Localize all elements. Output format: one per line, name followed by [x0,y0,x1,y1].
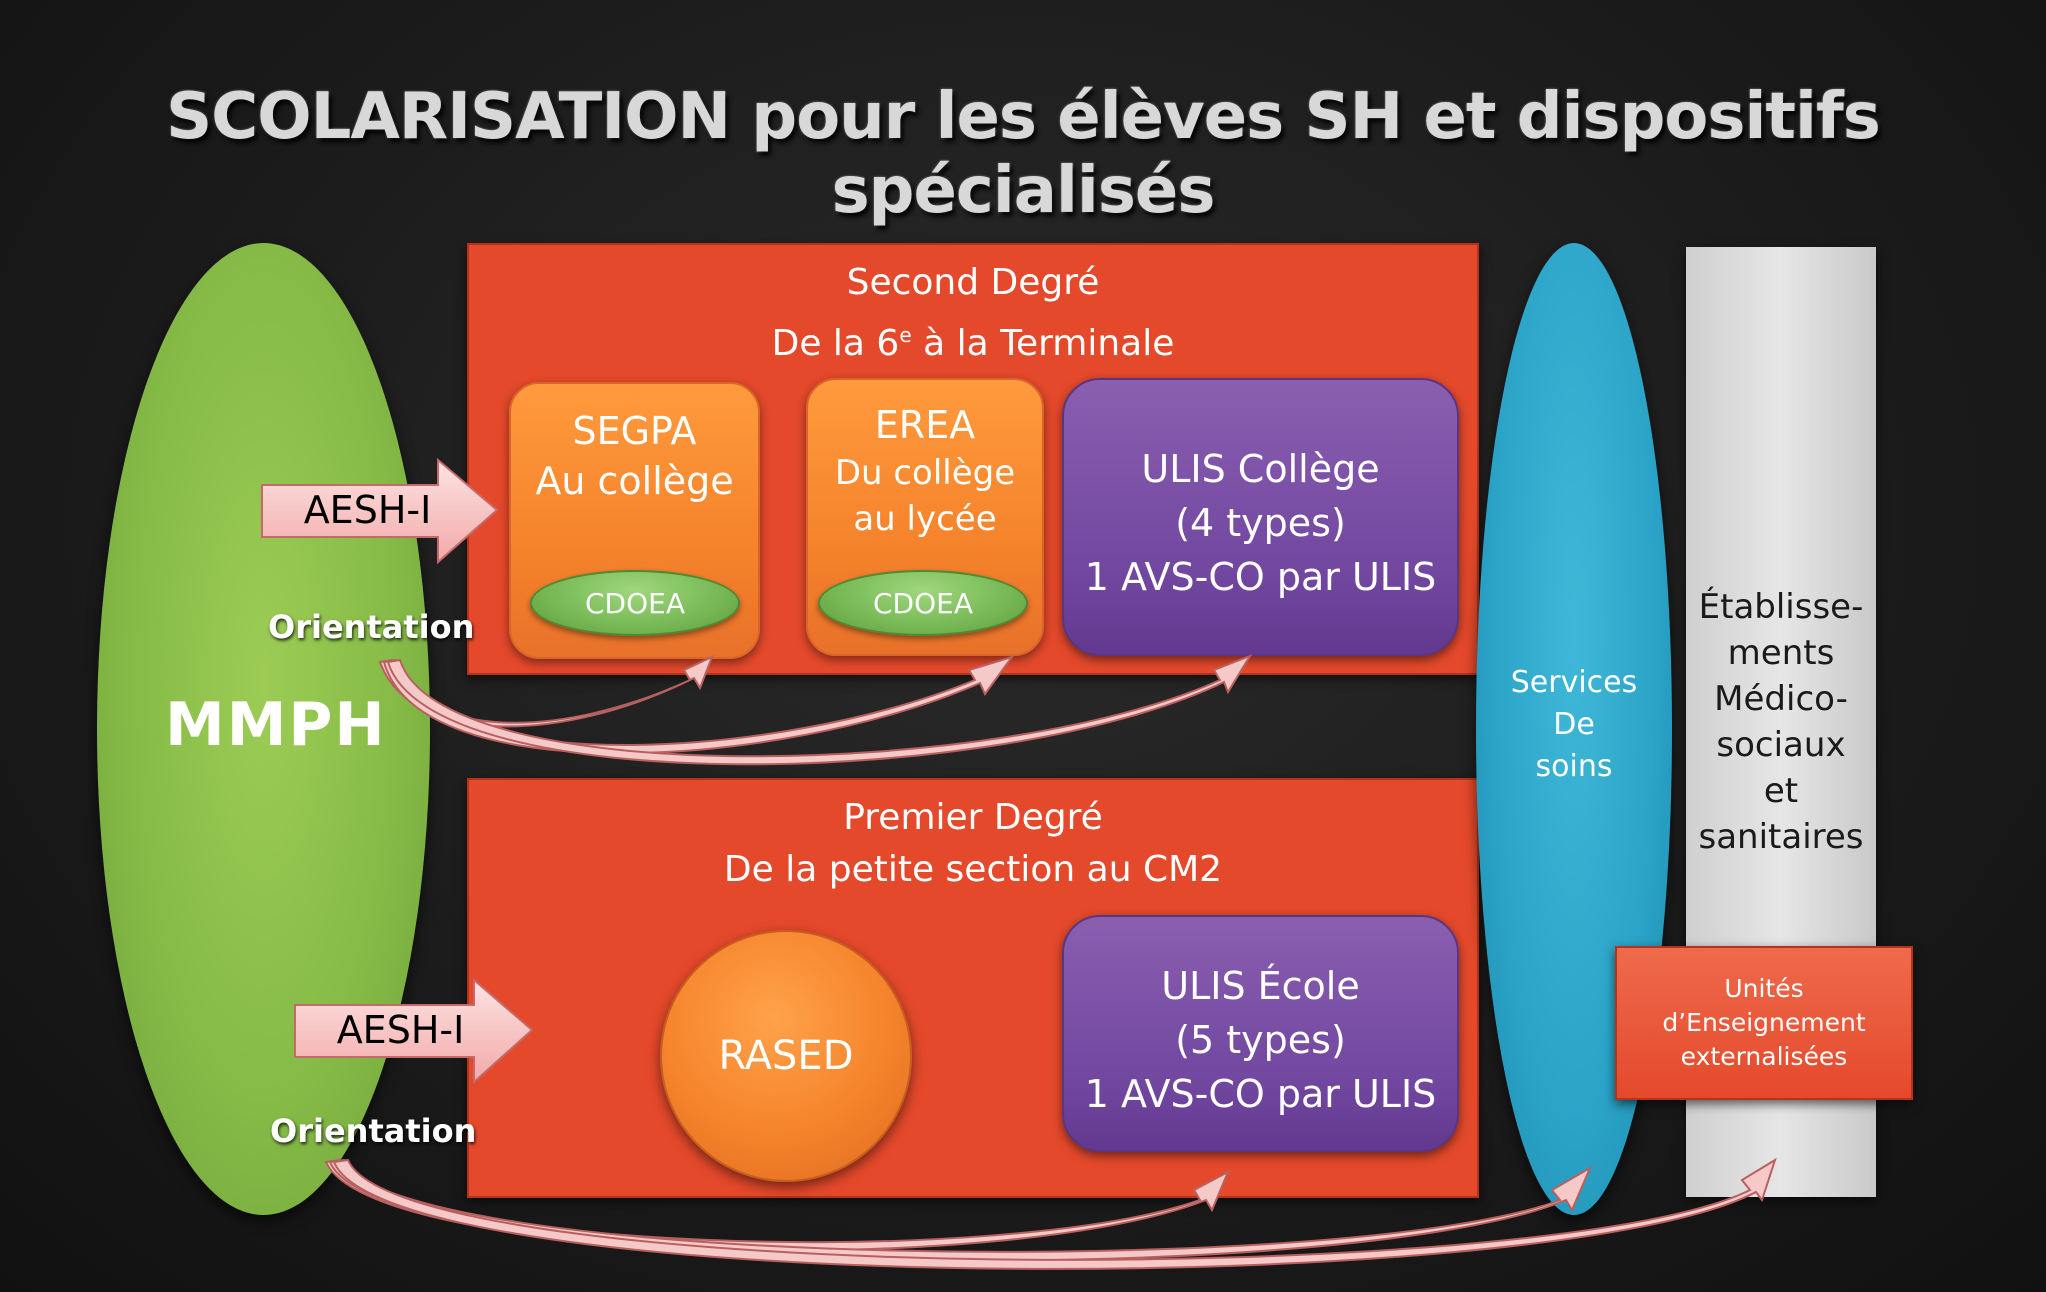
unites-line3: externalisées [1680,1042,1848,1071]
curve-to-services [328,1158,1593,1262]
second-degre-heading-line2: De la 6e à la Terminale [469,309,1477,370]
aesh-bottom-label: AESH-I [336,1008,465,1052]
heading-suffix: à la Terminale [911,323,1175,364]
segpa-subtitle: Au collège [535,459,734,503]
etab-line6: sanitaires [1698,817,1864,857]
etab-line4: sociaux [1716,725,1846,765]
orientation-bottom-label: Orientation [270,1112,477,1150]
ulis-ecole-line3: 1 AVS-CO par ULIS [1084,1072,1437,1116]
curve-to-ulis-college [386,653,1253,766]
etab-line5: et [1763,771,1799,811]
premier-degre-heading: Premier Degré De la petite section au CM… [469,792,1477,896]
premier-degre-heading-line1: Premier Degré [843,797,1103,838]
erea-line3: au lycée [853,499,997,539]
orientation-top-label: Orientation [268,608,475,646]
erea-cdoea-badge: CDOEA [818,570,1028,636]
orientation-top-curves [378,653,1253,766]
etablissements-label: Établisse- ments Médico- sociaux et sani… [1686,584,1876,860]
unites-line2: d’Enseignement [1662,1008,1866,1037]
second-degre-heading: Second Degré De la 6e à la Terminale [469,257,1477,370]
heading-prefix: De la 6 [771,323,900,364]
ulis-ecole-box: ULIS École (5 types) 1 AVS-CO par ULIS [1062,915,1459,1152]
orientation-bottom-curves [324,1157,1777,1270]
second-degre-heading-line1: Second Degré [846,262,1100,303]
ulis-college-box: ULIS Collège (4 types) 1 AVS-CO par ULIS [1062,378,1459,656]
mmph-label: MMPH [165,690,387,760]
rased-circle: RASED [660,930,912,1182]
unites-enseignement-box: Unités d’Enseignement externalisées [1615,946,1913,1100]
services-line2: De [1553,707,1595,742]
ulis-ecole-line2: (5 types) [1175,1018,1346,1062]
ulis-college-line2: (4 types) [1175,501,1346,545]
etab-line3: Médico- [1714,679,1848,719]
page-title: SCOLARISATION pour les élèves SH et disp… [166,80,1881,228]
aesh-top-label: AESH-I [303,488,432,532]
curve-to-ulis-ecole [324,1158,1231,1252]
unites-line1: Unités [1724,974,1804,1003]
erea-title: EREA [874,403,976,447]
ulis-college-line3: 1 AVS-CO par ULIS [1084,555,1437,599]
ulis-college-line1: ULIS Collège [1141,447,1380,491]
segpa-title: SEGPA [572,409,697,453]
curve-to-etablissements [332,1157,1777,1270]
aesh-bottom-arrow-shape [294,977,534,1085]
aesh-top-arrow-shape [261,457,499,565]
etab-line1: Établisse- [1698,587,1864,627]
premier-degre-heading-line2: De la petite section au CM2 [723,849,1223,890]
services-de-soins-label: Services De soins [1476,662,1672,788]
etab-line2: ments [1727,633,1835,673]
ulis-ecole-line1: ULIS École [1161,964,1360,1008]
segpa-cdoea-badge: CDOEA [530,570,740,636]
services-line3: soins [1535,749,1613,784]
erea-line2: Du collège [834,453,1016,493]
heading-sup: e [899,323,912,347]
services-line1: Services [1510,665,1638,700]
